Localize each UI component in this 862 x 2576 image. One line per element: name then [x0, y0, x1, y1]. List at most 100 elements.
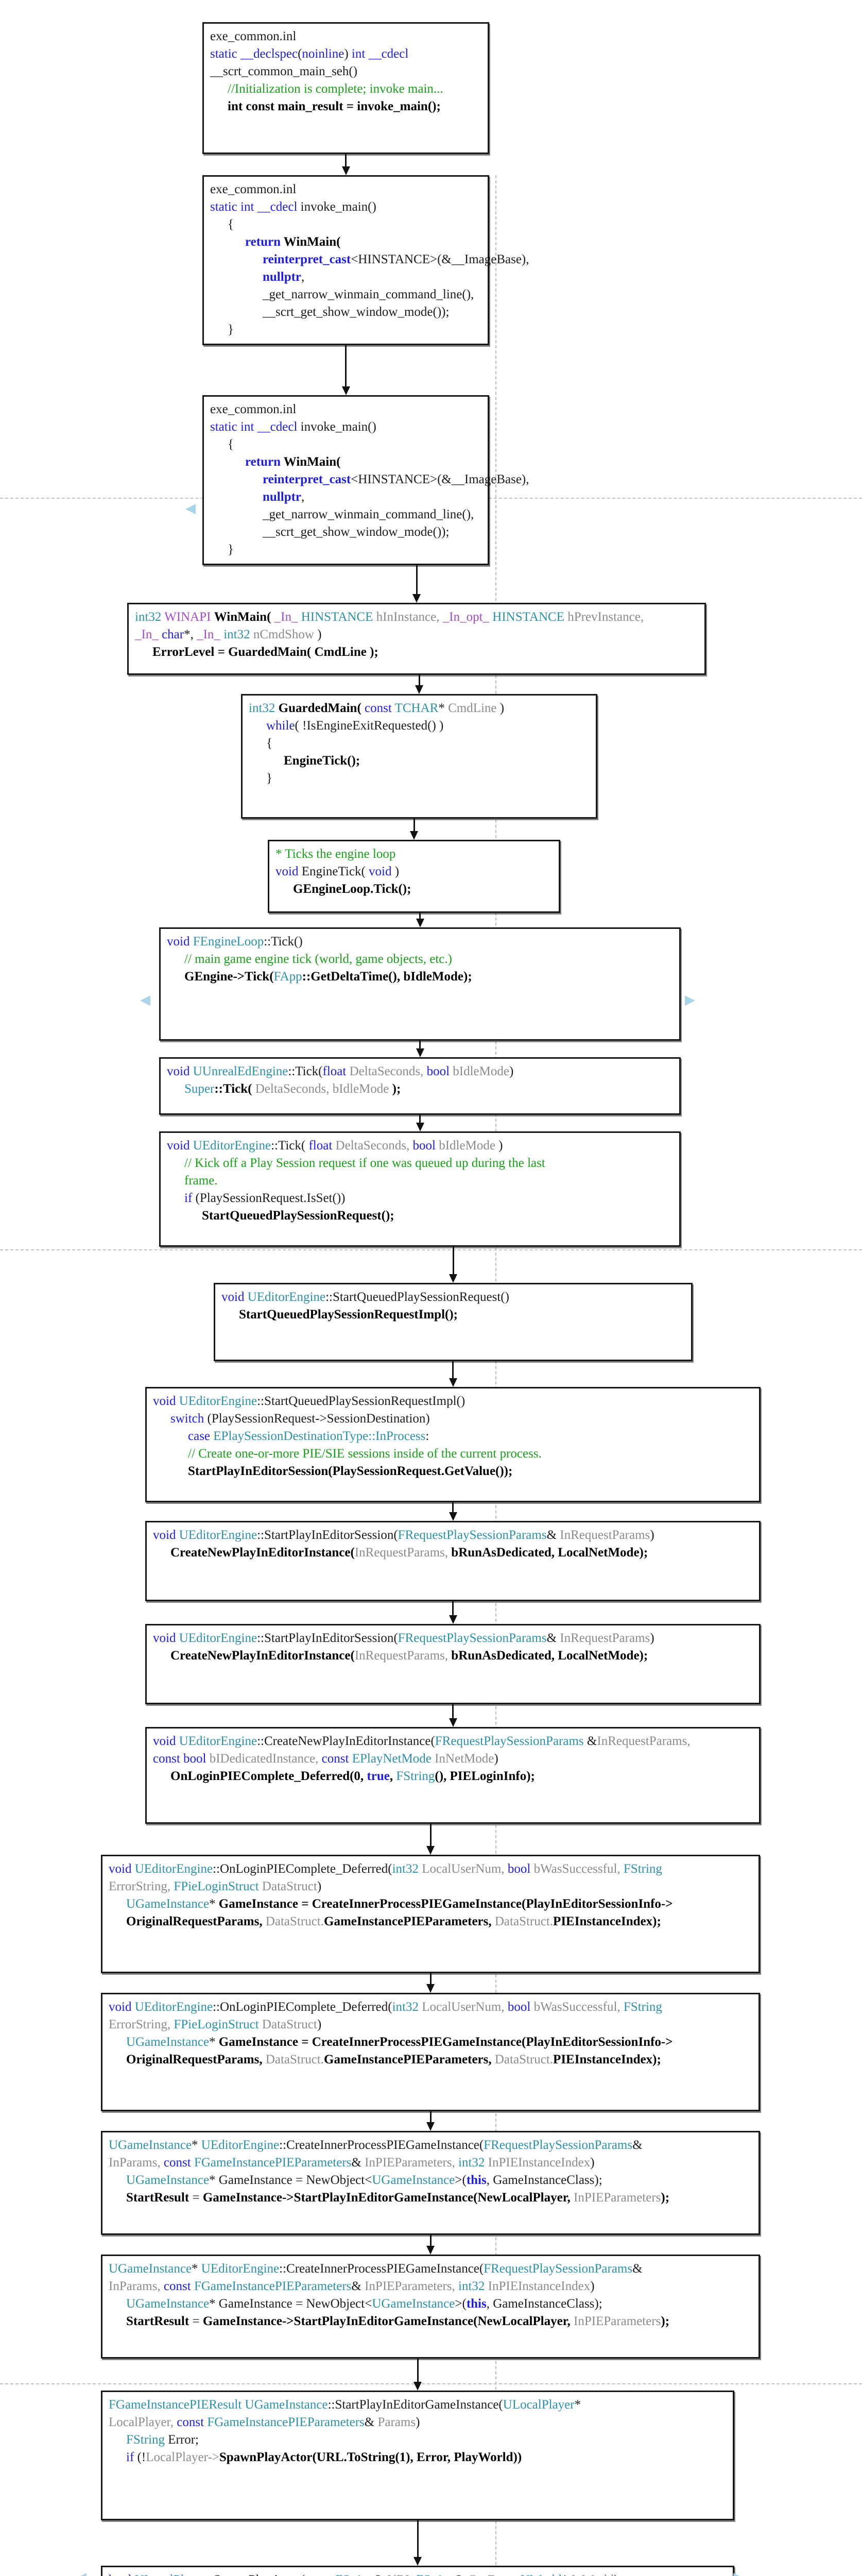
code-line: // Kick off a Play Session request if on… — [167, 1155, 673, 1172]
code-token: UGameInstance — [372, 2297, 455, 2311]
code-token: FPieLoginStruct — [174, 2018, 262, 2031]
code-line: } — [210, 321, 481, 338]
code-token: FString — [623, 2000, 662, 2014]
code-token: , — [301, 270, 305, 284]
code-token: FString — [396, 1769, 435, 1783]
code-token: char — [162, 628, 184, 641]
code-token: invoke_main() — [300, 420, 376, 434]
flow-arrow-head — [341, 386, 350, 395]
code-token: int32 — [249, 701, 279, 715]
code-token: ) — [650, 1528, 654, 1542]
code-token: this — [466, 2173, 487, 2187]
code-token: InRequestParams, — [354, 1649, 452, 1663]
code-token: bRunAsDedicated, LocalNetMode); — [451, 1649, 648, 1663]
flow-node-uunrealedengine-tick: void UUnrealEdEngine::Tick(float DeltaSe… — [159, 1057, 681, 1115]
flow-arrow — [429, 2235, 432, 2247]
page-nav-left-icon[interactable]: ◀ — [185, 501, 196, 516]
code-line: OriginalRequestParams, DataStruct.GameIn… — [109, 1913, 752, 1930]
code-token: const — [163, 2156, 194, 2170]
code-line: if (PlaySessionRequest.IsSet()) — [167, 1190, 673, 1207]
code-line: exe_common.inl — [210, 181, 481, 198]
code-token: ErrorString, — [109, 2018, 174, 2031]
code-token: FString — [623, 1862, 662, 1876]
page-nav-left-icon[interactable]: ◀ — [76, 2570, 87, 2576]
code-line: } — [210, 541, 481, 558]
code-token: CmdLine — [448, 701, 500, 715]
code-token: hInInstance, — [376, 610, 443, 624]
code-token: exe_common.inl — [210, 29, 297, 43]
code-token: * — [192, 2138, 201, 2152]
flow-arrow — [345, 154, 347, 167]
code-token: while — [266, 719, 295, 733]
code-token: nullptr — [263, 490, 302, 504]
code-token: ) — [494, 1752, 498, 1766]
code-line: GEngineLoop.Tick(); — [275, 880, 553, 898]
code-token: UWorld — [521, 2573, 562, 2576]
page-break-dashed-line — [0, 2383, 862, 2384]
code-token: int32 — [135, 610, 165, 624]
code-line: StartQueuedPlaySessionRequestImpl(); — [221, 1306, 685, 1324]
code-token: UEditorEngine — [247, 1290, 326, 1304]
code-token: ::CreateInnerProcessPIEGameInstance( — [279, 2138, 484, 2152]
code-token: InPIEInstanceIndex — [488, 2279, 591, 2293]
code-token: } — [228, 543, 234, 556]
code-token: int32 — [392, 2000, 422, 2014]
code-token: GameInstancePIEParameters, — [324, 1914, 495, 1928]
flow-arrow — [345, 345, 347, 387]
code-token: UEditorEngine — [179, 1631, 257, 1645]
code-token: ::CreateNewPlayInEditorInstance( — [257, 1734, 435, 1748]
code-token: (PlaySessionRequest.IsSet()) — [195, 1191, 346, 1205]
code-token: & — [587, 1734, 597, 1748]
code-token: bRunAsDedicated, LocalNetMode); — [451, 1546, 648, 1560]
code-token: ::StartQueuedPlaySessionRequest() — [325, 1290, 509, 1304]
code-token: ULocalPlayer — [135, 2573, 206, 2576]
code-line: //Initialization is complete; invoke mai… — [210, 80, 481, 98]
code-token: Super — [184, 1082, 215, 1096]
code-token: { — [266, 736, 272, 750]
page-nav-left-icon[interactable]: ◀ — [140, 992, 150, 1007]
flow-arrow — [419, 1115, 421, 1124]
code-token: int32 — [223, 628, 253, 641]
code-token: HINSTANCE — [492, 610, 568, 624]
code-token: bIdleMode — [439, 1139, 499, 1153]
code-token: InPIEParameters, — [365, 2156, 458, 2170]
code-line: EngineTick(); — [249, 752, 590, 770]
flow-arrow — [419, 913, 421, 920]
code-token: <HINSTANCE>(&__ImageBase), — [351, 472, 529, 486]
code-line: void FEngineLoop::Tick() — [167, 933, 673, 951]
code-token: _In_ — [197, 628, 224, 641]
code-token: ); — [661, 2191, 670, 2205]
code-line: StartResult = GameInstance->StartPlayInE… — [109, 2313, 752, 2330]
code-token: _In_ — [274, 610, 301, 624]
flow-arrow — [417, 2359, 419, 2383]
code-line: reinterpret_cast<HINSTANCE>(&__ImageBase… — [210, 251, 529, 268]
code-token: CreateNewPlayInEditorInstance( — [170, 1546, 355, 1560]
code-token: & — [546, 1631, 560, 1645]
code-line: _get_narrow_winmain_command_line(), — [210, 286, 481, 303]
code-line: bool ULocalPlayer::SpawnPlayActor(const … — [109, 2571, 727, 2576]
page-nav-right-icon[interactable]: ▶ — [685, 992, 695, 1007]
code-token: bool — [507, 1862, 534, 1876]
code-line: Super::Tick( DeltaSeconds, bIdleMode ); — [167, 1080, 673, 1098]
code-line: void UEditorEngine::StartPlayInEditorSes… — [153, 1630, 753, 1647]
code-token: bool — [507, 2000, 534, 2014]
code-token: UGameInstance — [126, 2035, 210, 2049]
code-token: * — [562, 2573, 572, 2576]
code-token: const bool — [153, 1752, 210, 1766]
code-token: InParams, — [109, 2156, 164, 2170]
code-token: bool — [109, 2573, 135, 2576]
code-token: bIdleMode — [453, 1064, 509, 1078]
page-nav-right-icon[interactable]: ▶ — [733, 2570, 744, 2576]
code-token: ( — [298, 47, 302, 61]
flow-arrow-head — [426, 2246, 435, 2255]
code-token: // Kick off a Play Session request if on… — [184, 1156, 545, 1170]
code-token: int32 — [458, 2156, 488, 2170]
code-token: ErrorString, — [109, 1879, 174, 1893]
code-token: GameInstance = CreateInnerProcessPIEGame… — [218, 1897, 673, 1911]
flow-arrow-head — [426, 2122, 435, 2131]
code-token: ) — [394, 865, 400, 878]
code-line: case EPlaySessionDestinationType::InProc… — [153, 1428, 753, 1445]
code-token: hPrevInstance, — [567, 610, 644, 624]
code-token: Error; — [168, 2433, 199, 2447]
code-token: EPlayNetMode — [352, 1752, 435, 1766]
